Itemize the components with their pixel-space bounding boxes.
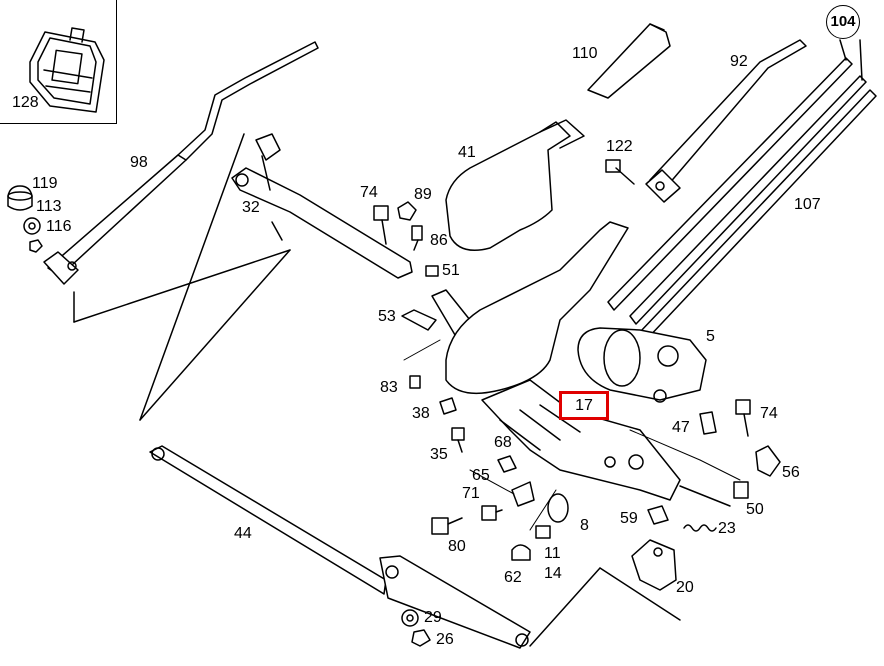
part-89-nut bbox=[397, 201, 417, 221]
part-98-wiper-arm bbox=[43, 41, 319, 323]
label-89: 89 bbox=[414, 186, 432, 203]
leader-lines bbox=[403, 339, 741, 531]
label-14: 14 bbox=[544, 565, 562, 582]
label-74-lower: 74 bbox=[760, 405, 778, 422]
part-44-link-rod bbox=[149, 445, 681, 649]
part-86-bolt bbox=[411, 225, 423, 251]
part-47-grommet bbox=[699, 411, 717, 435]
label-122: 122 bbox=[606, 138, 633, 155]
part-74-bolt bbox=[373, 205, 389, 245]
label-68: 68 bbox=[494, 434, 512, 451]
part-116-nut bbox=[23, 217, 43, 253]
label-26: 26 bbox=[436, 631, 454, 648]
label-86: 86 bbox=[430, 232, 448, 249]
part-74-bolt-right bbox=[735, 399, 751, 437]
label-83: 83 bbox=[380, 379, 398, 396]
part-23-spring bbox=[683, 524, 717, 532]
part-51-clip bbox=[425, 265, 439, 277]
part-83-clip bbox=[409, 375, 421, 389]
part-92-wiper-arm bbox=[645, 39, 807, 203]
part-5-motor bbox=[577, 327, 707, 403]
part-29-washer bbox=[401, 609, 419, 627]
part-26-nut bbox=[411, 629, 431, 647]
label-51: 51 bbox=[442, 262, 460, 279]
label-65: 65 bbox=[472, 467, 490, 484]
label-23: 23 bbox=[718, 520, 736, 537]
part-38-washer bbox=[439, 397, 457, 415]
label-47: 47 bbox=[672, 419, 690, 436]
part-50-pin bbox=[733, 481, 749, 499]
label-20: 20 bbox=[676, 579, 694, 596]
part-35-bolt bbox=[451, 427, 465, 453]
part-62-bushing bbox=[511, 544, 531, 561]
part-17-frame bbox=[431, 221, 681, 501]
part-71-bolt bbox=[481, 505, 503, 521]
part-32-linkage bbox=[139, 133, 413, 421]
part-119-cap bbox=[7, 185, 33, 211]
label-50: 50 bbox=[746, 501, 764, 518]
part-68-nut bbox=[497, 455, 517, 473]
label-35: 35 bbox=[430, 446, 448, 463]
part-20-bracket bbox=[631, 539, 677, 591]
label-110: 110 bbox=[572, 45, 598, 62]
label-98: 98 bbox=[130, 154, 148, 171]
part-122-bolt bbox=[605, 159, 635, 185]
part-65-bracket bbox=[511, 481, 535, 507]
label-80: 80 bbox=[448, 538, 466, 555]
label-74-upper: 74 bbox=[360, 184, 378, 201]
part-128-connector bbox=[29, 27, 105, 113]
part-11-grommet bbox=[535, 525, 551, 539]
label-41: 41 bbox=[458, 144, 476, 161]
inset-frame-128 bbox=[0, 0, 117, 124]
label-5: 5 bbox=[706, 328, 715, 345]
label-113: 113 bbox=[36, 198, 62, 215]
label-62: 62 bbox=[504, 569, 522, 586]
label-71: 71 bbox=[462, 485, 480, 502]
leader-50 bbox=[679, 485, 731, 507]
part-80-bolt bbox=[431, 517, 463, 535]
label-53: 53 bbox=[378, 308, 396, 325]
part-59-nut bbox=[647, 505, 669, 525]
part-41-cover bbox=[445, 119, 585, 251]
label-104: 104 bbox=[826, 5, 860, 39]
label-116: 116 bbox=[46, 218, 72, 235]
part-8-washer bbox=[547, 493, 569, 523]
label-29: 29 bbox=[424, 609, 442, 626]
label-107: 107 bbox=[794, 196, 821, 213]
part-56-bracket bbox=[755, 445, 781, 477]
label-32: 32 bbox=[242, 199, 260, 216]
label-119: 119 bbox=[32, 175, 58, 192]
label-38: 38 bbox=[412, 405, 430, 422]
label-44: 44 bbox=[234, 525, 252, 542]
label-11: 11 bbox=[544, 545, 561, 562]
part-110-cover bbox=[587, 23, 671, 99]
part-53-bracket bbox=[401, 309, 437, 331]
label-59: 59 bbox=[620, 510, 638, 527]
label-8: 8 bbox=[580, 517, 589, 534]
part-107-wiper-blades bbox=[607, 39, 877, 341]
label-128: 128 bbox=[12, 94, 39, 111]
label-56: 56 bbox=[782, 464, 800, 481]
label-92: 92 bbox=[730, 53, 748, 70]
label-17-highlighted: 17 bbox=[559, 391, 609, 420]
